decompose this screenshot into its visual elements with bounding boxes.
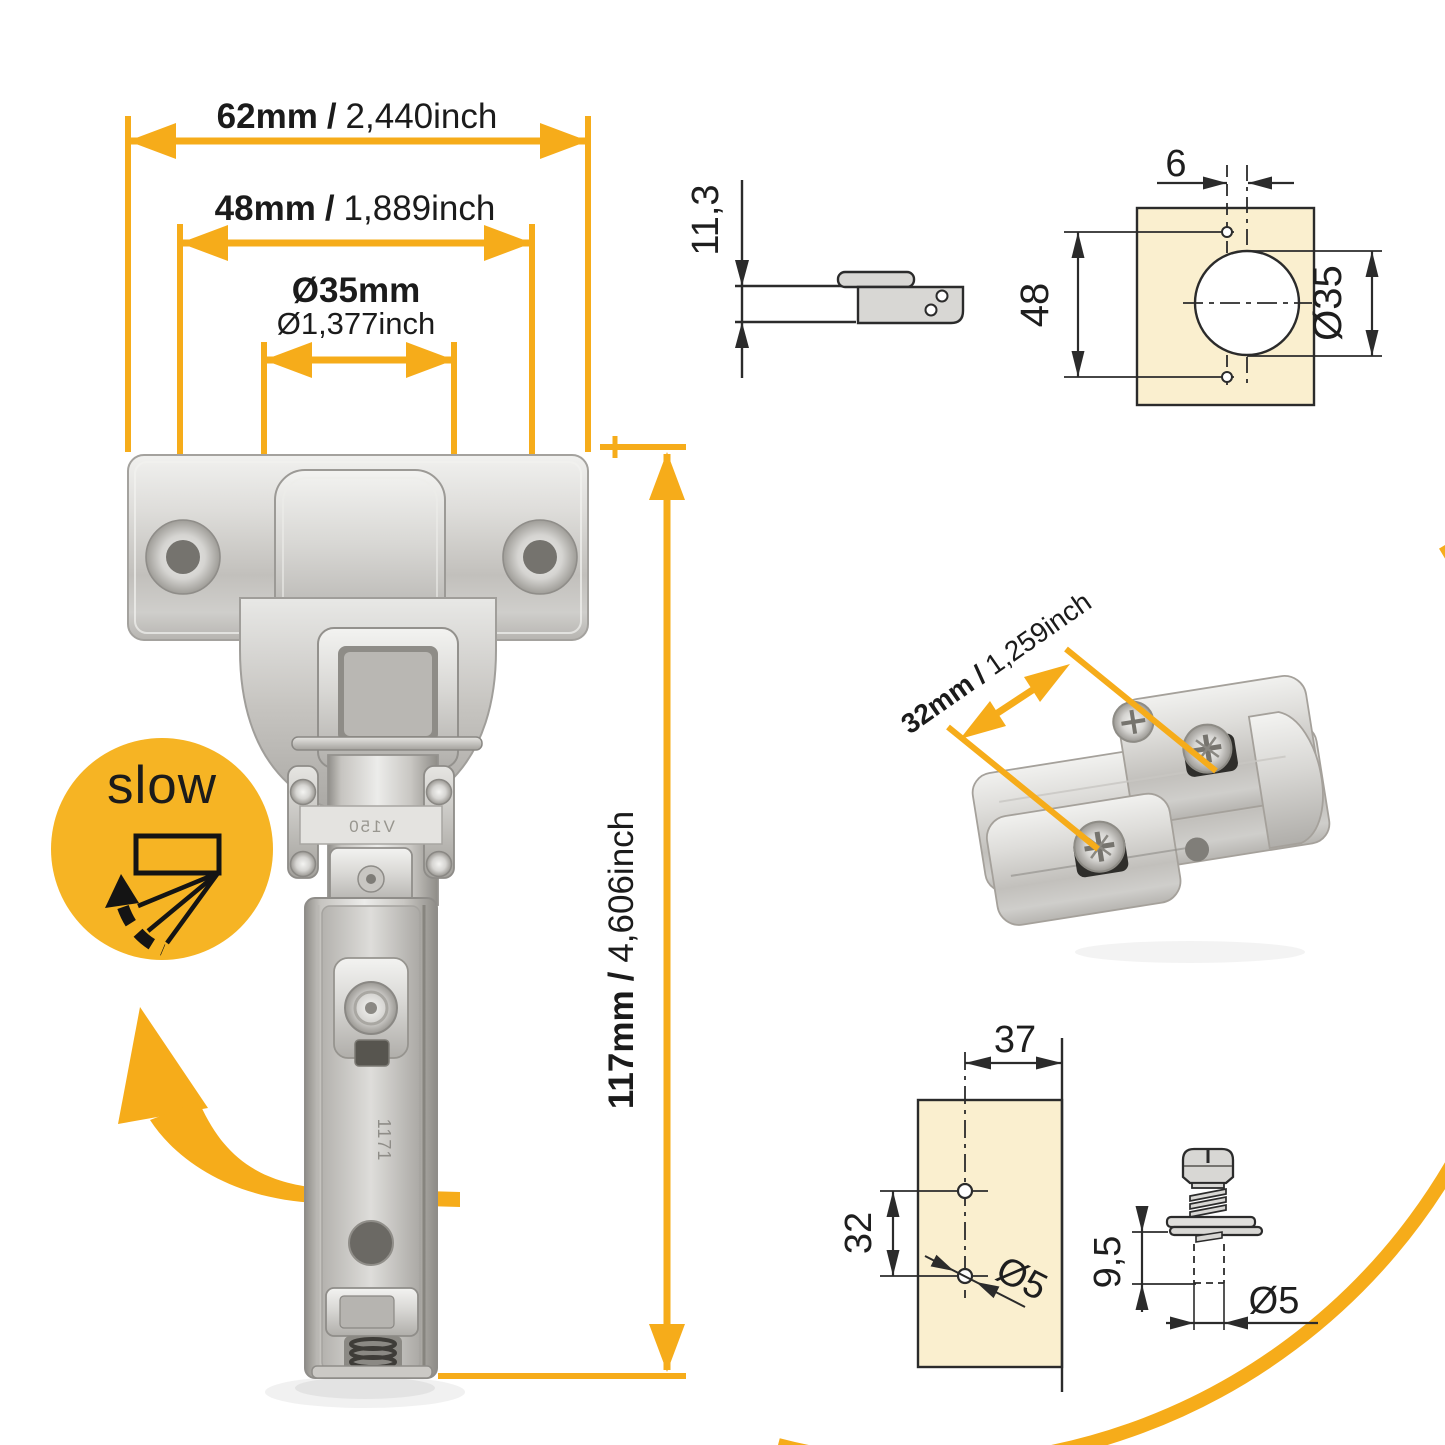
screw-depth-label: 9,5 (1087, 1236, 1129, 1289)
dim-62mm: 62mm/2,440inch (125, 97, 591, 452)
dim-35mm-label: Ø35mm (292, 271, 420, 310)
plate-drill-plan-drawing: 37 32 Ø5 (838, 1019, 1064, 1392)
dim-117mm-label: 117mm/4,606inch (602, 811, 641, 1109)
arrowhead-right (1024, 664, 1070, 702)
rivet (289, 778, 317, 806)
screw-dia-label: Ø5 (1249, 1280, 1300, 1322)
dim-48mm-label: 48mm/1,889inch (215, 189, 496, 228)
door-icon (133, 833, 222, 876)
swoosh-arrow (118, 1007, 460, 1207)
arm-stamp-mirrored: V150 (347, 817, 395, 836)
cup-lip-profile (836, 270, 916, 289)
mounting-plate-photo (971, 675, 1331, 926)
badge-label: slow (107, 756, 217, 815)
hole-spacing-label: 32 (838, 1212, 880, 1254)
arrowhead-right (406, 342, 454, 378)
arrowhead-top (649, 452, 685, 500)
plate-shadow (1075, 941, 1305, 963)
arrowhead-left (128, 123, 176, 159)
wood-panel (916, 1098, 1064, 1369)
decorative-arc (778, 545, 1445, 1445)
dim-48mm: 48mm/1,889inch (177, 189, 535, 556)
arrowhead-right (484, 225, 532, 261)
pilot-hole (1221, 226, 1233, 238)
soft-close-badge: slow (51, 738, 273, 960)
plate-hole (1185, 837, 1210, 862)
adjust-slot (354, 1039, 390, 1067)
dim-117mm: 117mm/4,606inch (438, 436, 686, 1379)
pilot-hole (1221, 371, 1233, 383)
drill-plan-drawing: 6 48 Ø35 (1013, 143, 1382, 407)
dowel-hole (956, 1182, 974, 1200)
close-direction-dashes (117, 904, 166, 956)
hinge-photo: V150 1171 (127, 454, 589, 1408)
arrowhead-left (960, 701, 1006, 739)
euro-screw-drawing: 9,5 Ø5 (1087, 1147, 1318, 1330)
washer-top (1165, 1215, 1257, 1229)
arm-hole (348, 1220, 394, 1266)
offset-label: 6 (1165, 143, 1186, 185)
rivet (289, 850, 317, 878)
badge-circle (51, 738, 273, 960)
edge-distance-label: 37 (994, 1019, 1036, 1061)
screw-spacing-label: 48 (1013, 283, 1057, 328)
arrowhead-bottom (649, 1324, 685, 1372)
cup-bore-label: Ø35 (1306, 265, 1350, 341)
rivet (425, 850, 453, 878)
side-depth-label: 11,3 (685, 184, 727, 255)
close-direction-arrowhead (105, 874, 139, 908)
hinge-pin (291, 736, 483, 751)
arrowhead-left (264, 342, 312, 378)
dim-62mm-label: 62mm/2,440inch (217, 97, 498, 136)
rivet (425, 778, 453, 806)
arrowhead-left (180, 225, 228, 261)
dim-35inch-label: Ø1,377inch (277, 306, 436, 341)
side-view-drawing: 11,3 (685, 180, 965, 378)
arm-stamp-2: 1171 (374, 1119, 394, 1162)
arrowhead-right (540, 123, 588, 159)
